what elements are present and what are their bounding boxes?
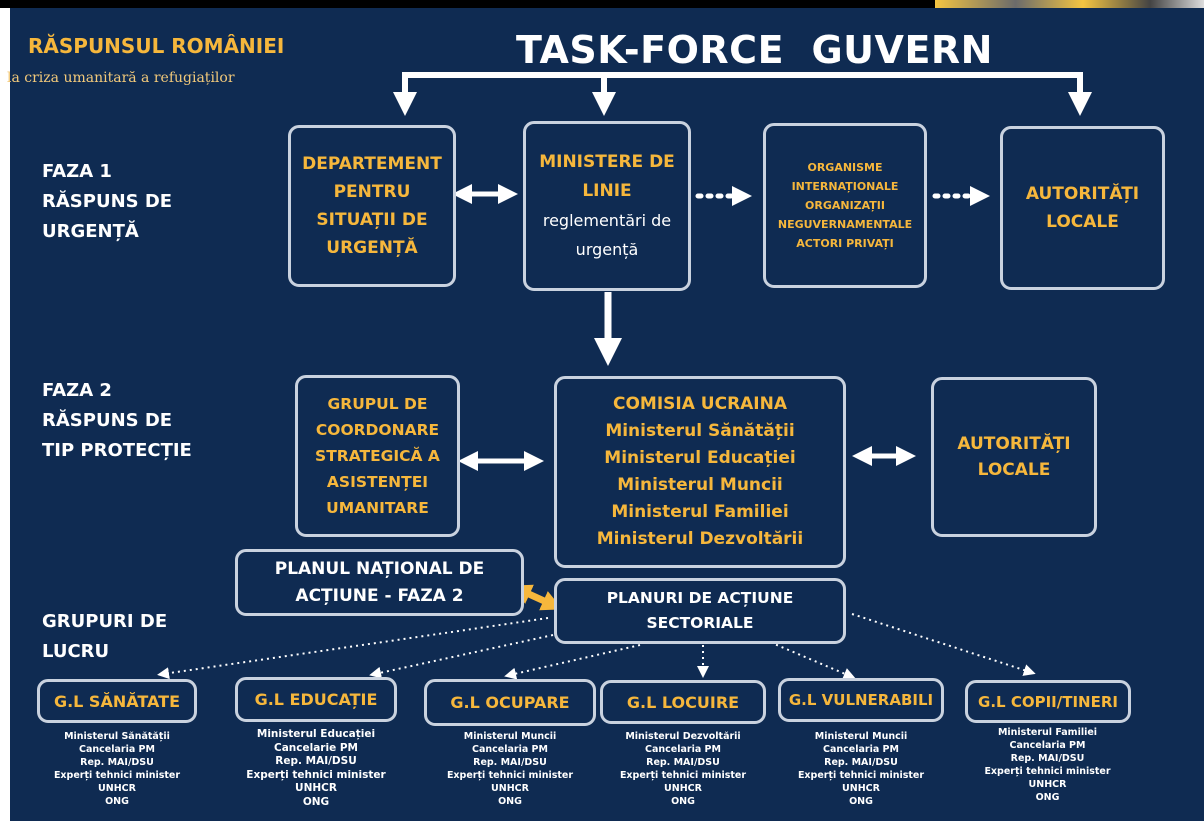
- grupuri-label: GRUPURI DE LUCRU: [42, 611, 168, 662]
- group-box-sanatate: G.L SĂNĂTATE: [37, 679, 197, 723]
- comisia-ucraina-box: COMISIA UCRAINA Ministerul Sănătății Min…: [554, 376, 846, 568]
- group-box-vulnerabili: G.L VULNERABILI: [778, 678, 944, 722]
- page-header-subtitle: la criza umanitară a refugiaților: [7, 70, 235, 86]
- top-strip: [0, 0, 1204, 8]
- national-sectoriale-gold-arrow: [510, 584, 563, 611]
- ministere-box: MINISTERE DE LINIE reglementări de urgen…: [523, 121, 691, 291]
- task-force-title: TASK-FORCE GUVERN: [516, 28, 993, 72]
- corner-photo: [935, 0, 1204, 8]
- faza1-label: FAZA 1 RĂSPUNS DE URGENȚĂ: [42, 161, 173, 242]
- faza2-label: FAZA 2 RĂSPUNS DE TIP PROTECȚIE: [42, 380, 192, 461]
- group-box-copii-tineri: G.L COPII/TINERI: [965, 680, 1131, 723]
- taskforce-distribution-arrows: [393, 72, 1092, 116]
- working-group-dotted-arrows: [157, 613, 1036, 680]
- group-box-locuire: G.L LOCUIRE: [600, 680, 766, 724]
- group-box-ocupare: G.L OCUPARE: [424, 679, 596, 726]
- group-box-educatie: G.L EDUCAȚIE: [235, 677, 397, 722]
- page-header-title: RĂSPUNSUL ROMÂNIEI: [28, 34, 285, 58]
